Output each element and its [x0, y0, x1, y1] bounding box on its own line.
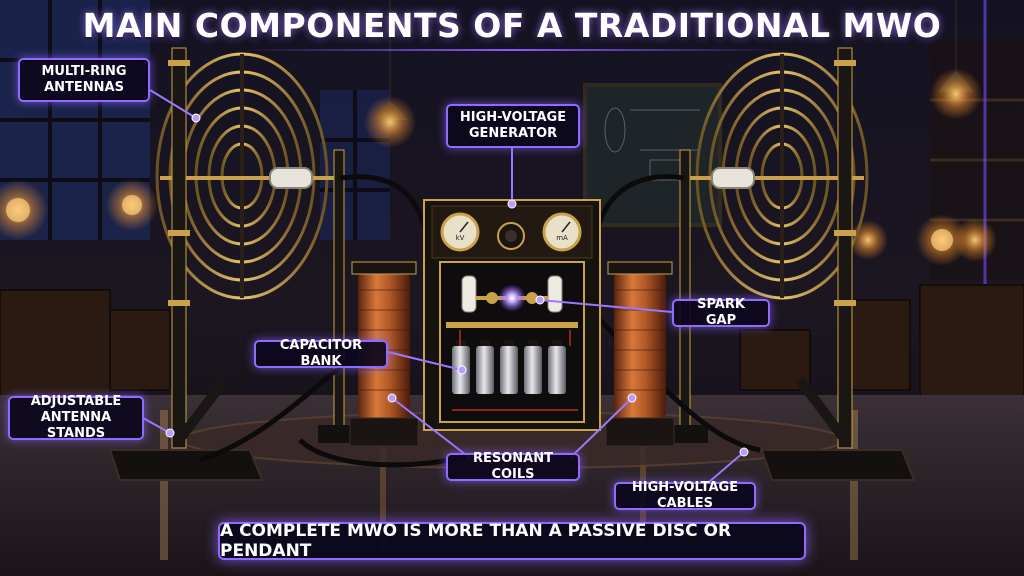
title-underline	[240, 49, 784, 51]
footer-caption: A COMPLETE MWO IS MORE THAN A PASSIVE DI…	[218, 521, 806, 561]
capacitor-bank	[452, 340, 566, 394]
label-resonant-coils: RESONANT COILS	[446, 451, 580, 482]
meter-ma-label: mA	[556, 234, 568, 242]
vacuum-tubes	[0, 179, 997, 266]
label-multi-ring-antennas: MULTI-RING ANTENNAS	[18, 58, 150, 102]
spark-glow	[498, 284, 526, 312]
antenna-arms	[160, 167, 864, 189]
label-high-voltage-generator: HIGH-VOLTAGE GENERATOR	[446, 104, 580, 148]
page-title: MAIN COMPONENTS OF A TRADITIONAL MWO	[82, 6, 942, 45]
leader-dots	[165, 113, 749, 457]
label-spark-gap: SPARK GAP	[672, 297, 770, 328]
label-adjustable-antenna-stands: ADJUSTABLE ANTENNA STANDS	[8, 394, 144, 441]
label-capacitor-bank: CAPACITOR BANK	[254, 338, 388, 369]
high-voltage-generator: kV mA	[423, 199, 601, 431]
lab-benches	[0, 284, 1024, 411]
antenna-stands	[108, 47, 916, 481]
meter-kv-label: kV	[456, 234, 465, 242]
label-high-voltage-cables: HIGH-VOLTAGE CABLES	[614, 480, 756, 511]
